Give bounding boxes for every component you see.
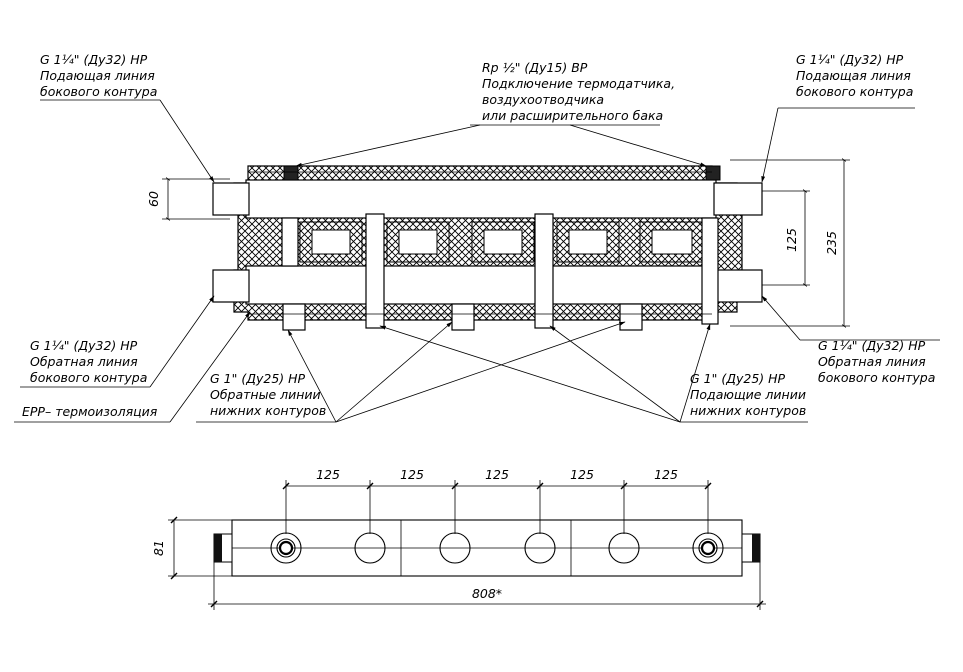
svg-text:бокового контура: бокового контура — [30, 370, 147, 385]
svg-text:бокового контура: бокового контура — [40, 84, 157, 99]
vertical-tube — [701, 217, 719, 325]
svg-text:воздухоотводчика: воздухоотводчика — [482, 92, 604, 107]
svg-text:Обратные линии: Обратные линии — [210, 387, 321, 402]
svg-text:EPP– термоизоляция: EPP– термоизоляция — [22, 404, 158, 419]
svg-text:Подающая линия: Подающая линия — [40, 68, 155, 83]
plan-dimensions: 125 125 125 125 125 81 808* — [151, 467, 766, 610]
dim-pitch-1: 125 — [316, 467, 340, 482]
insulation-cells — [299, 221, 705, 263]
supply-header — [245, 179, 717, 219]
dim-235: 235 — [824, 231, 839, 255]
svg-text:Обратная линия: Обратная линия — [30, 354, 138, 369]
svg-text:бокового контура: бокового контура — [818, 370, 935, 385]
label-bottom-right: G 1¼" (Ду32) НР Обратная линия бокового … — [761, 295, 940, 385]
plan-view — [213, 519, 761, 577]
svg-text:нижних контуров: нижних контуров — [210, 403, 326, 418]
label-insulation: EPP– термоизоляция — [14, 311, 251, 423]
section-view — [212, 165, 763, 331]
vertical-tube — [365, 213, 385, 329]
vertical-tube — [281, 217, 299, 267]
dim-81: 81 — [151, 540, 166, 556]
svg-text:G 1¼" (Ду32) НР: G 1¼" (Ду32) НР — [796, 52, 904, 67]
return-header — [245, 265, 717, 305]
label-top-right: G 1¼" (Ду32) НР Подающая линия бокового … — [761, 52, 915, 183]
svg-text:Подающие линии: Подающие линии — [690, 387, 806, 402]
section-dimensions: 60 125 235 — [146, 158, 850, 328]
svg-text:Обратная линия: Обратная линия — [818, 354, 926, 369]
end-fitting-left — [214, 534, 222, 562]
label-bottom-left: G 1¼" (Ду32) НР Обратная линия бокового … — [20, 295, 215, 388]
svg-text:G 1" (Ду25) НР: G 1" (Ду25) НР — [210, 371, 306, 386]
label-top-center: Rp ½" (Ду15) ВР Подключение термодатчика… — [295, 60, 707, 167]
dim-60: 60 — [146, 191, 161, 207]
svg-text:G 1¼" (Ду32) НР: G 1¼" (Ду32) НР — [40, 52, 148, 67]
dim-pitch-3: 125 — [485, 467, 509, 482]
lower-outlet — [451, 303, 475, 331]
svg-text:бокового контура: бокового контура — [796, 84, 913, 99]
svg-text:G 1" (Ду25) НР: G 1" (Ду25) НР — [690, 371, 786, 386]
svg-text:G 1¼" (Ду32) НР: G 1¼" (Ду32) НР — [818, 338, 926, 353]
nozzle-top-right — [713, 182, 763, 216]
svg-text:Rp ½" (Ду15) ВР: Rp ½" (Ду15) ВР — [482, 60, 588, 75]
nozzle-bottom-left — [212, 269, 250, 303]
svg-text:нижних контуров: нижних контуров — [690, 403, 806, 418]
label-top-left: G 1¼" (Ду32) НР Подающая линия бокового … — [40, 52, 215, 183]
lower-outlet — [619, 303, 643, 331]
svg-text:G 1¼" (Ду32) НР: G 1¼" (Ду32) НР — [30, 338, 138, 353]
sensor-port-left — [283, 165, 299, 181]
vertical-tube — [534, 213, 554, 329]
svg-text:Подключение термодатчика,: Подключение термодатчика, — [482, 76, 675, 91]
dim-pitch-2: 125 — [400, 467, 424, 482]
dim-pitch-4: 125 — [570, 467, 594, 482]
label-return-lower: G 1" (Ду25) НР Обратные линии нижних кон… — [196, 321, 626, 423]
svg-text:или расширительного бака: или расширительного бака — [482, 108, 663, 123]
dim-125-vertical: 125 — [784, 228, 799, 252]
dim-808: 808* — [472, 586, 502, 601]
dim-pitch-5: 125 — [654, 467, 678, 482]
nozzle-bottom-right — [713, 269, 763, 303]
nozzle-top-left — [212, 182, 250, 216]
lower-outlet — [282, 303, 306, 331]
end-fitting-right — [752, 534, 760, 562]
sensor-port-right — [705, 165, 721, 181]
svg-text:Подающая линия: Подающая линия — [796, 68, 911, 83]
label-supply-lower: G 1" (Ду25) НР Подающие линии нижних кон… — [379, 323, 808, 423]
